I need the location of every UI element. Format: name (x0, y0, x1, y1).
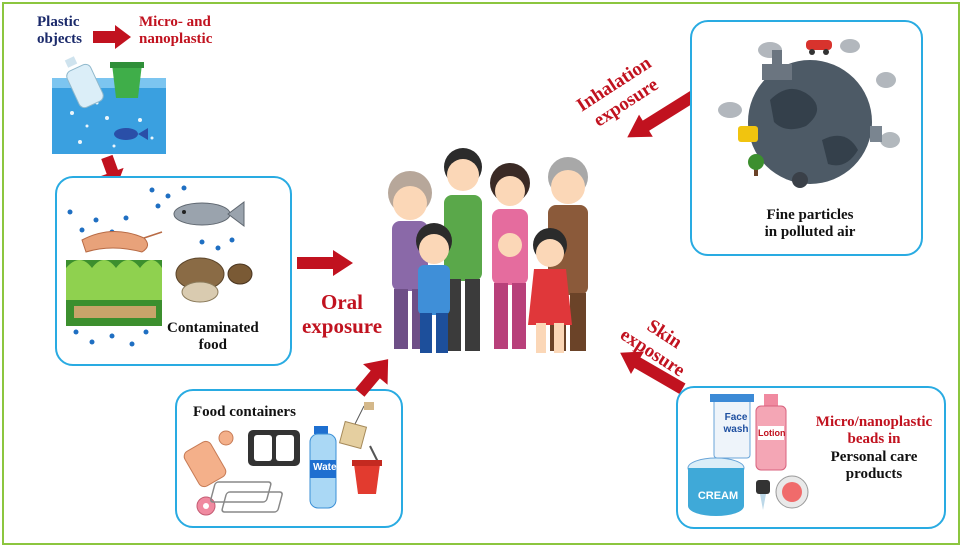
water-bottle-text: Water (313, 462, 341, 473)
personal-care-illustration (687, 394, 809, 516)
air-label-line2: in polluted air (764, 224, 856, 241)
trash-can-icon (870, 126, 882, 142)
polluted-water-illustration (52, 56, 166, 154)
bus-icon (738, 126, 758, 142)
food-label-line2: food (198, 337, 227, 354)
food-to-family-arrow (297, 250, 353, 276)
personal-care-label-line4: products (845, 465, 903, 482)
boy-figure (416, 223, 452, 353)
lotion-text: Lotion (758, 428, 786, 438)
food-illustrations (66, 185, 253, 347)
tea-bag-icon (338, 402, 374, 450)
micro-label-line1: Micro- and (139, 14, 211, 30)
earth-globe-icon (748, 60, 872, 184)
oral-exposure-label: Oral exposure (296, 290, 388, 338)
family-illustration (388, 148, 588, 353)
tree-icon (748, 154, 764, 176)
containers-to-family-arrow (355, 359, 389, 397)
air-label-line1: Fine particles (766, 207, 854, 223)
food-label-line1: Contaminated (167, 320, 259, 336)
air-to-family-arrow (627, 89, 699, 138)
factory-icon (762, 50, 792, 80)
container-illustrations (183, 402, 382, 516)
personal-care-label-line1: Micro/nanoplastic (815, 414, 933, 430)
face-wash-line2: wash (723, 423, 749, 435)
pacifier-icon (196, 496, 216, 516)
personal-care-label: Micro/nanoplastic beads in Personal care… (808, 414, 940, 483)
drink-cup-icon (352, 445, 382, 494)
oral-label-line1: Oral (321, 290, 363, 314)
skull-icon (792, 172, 808, 188)
plastic-to-micro-arrow (93, 25, 131, 49)
fish-icon (114, 128, 148, 140)
plastic-label-line1: Plastic (37, 14, 80, 30)
micro-nanoplastic-label: Micro- and nanoplastic (139, 14, 212, 49)
personal-care-label-line2: beads in (847, 431, 901, 448)
cream-text: CREAM (697, 490, 739, 502)
polluted-air-label: Fine particles in polluted air (730, 207, 890, 242)
mother-figure (490, 163, 530, 349)
face-wash-text: Face wash (718, 412, 754, 435)
lunch-box-icon (248, 430, 300, 466)
lotion-bottle-icon (755, 394, 787, 471)
plastic-objects-label: Plastic objects (37, 14, 82, 49)
oral-label-line2: exposure (301, 314, 383, 339)
plastic-bottle-icon (64, 56, 104, 109)
products-to-family-arrow (620, 351, 686, 394)
polluted-earth-illustration (718, 39, 900, 188)
oyster-icon (175, 257, 253, 303)
plastic-trays-icon (210, 481, 283, 513)
food-containers-label: Food containers (193, 404, 296, 420)
car-icon (806, 40, 832, 55)
contaminated-food-label: Contaminated food (167, 320, 259, 355)
compact-blush-icon (775, 475, 809, 509)
face-wash-line1: Face (724, 412, 748, 423)
cream-jar-icon (687, 457, 745, 516)
girl-figure (528, 228, 572, 353)
face-wash-tube-icon (710, 394, 754, 459)
fish-food-icon (173, 201, 245, 227)
father-figure (444, 148, 482, 351)
shrimp-icon (81, 230, 163, 253)
dropper-bottle-icon (756, 480, 770, 510)
plastic-label-line2: objects (37, 31, 82, 48)
personal-care-label-line3: Personal care (830, 448, 918, 465)
water-bottle-icon (309, 426, 337, 509)
micro-label-line2: nanoplastic (139, 31, 213, 48)
plastic-cup-icon (110, 62, 144, 98)
baby-bottle-icon (183, 430, 234, 488)
contaminated-food-box (55, 176, 292, 366)
lettuce-icon (66, 260, 162, 326)
